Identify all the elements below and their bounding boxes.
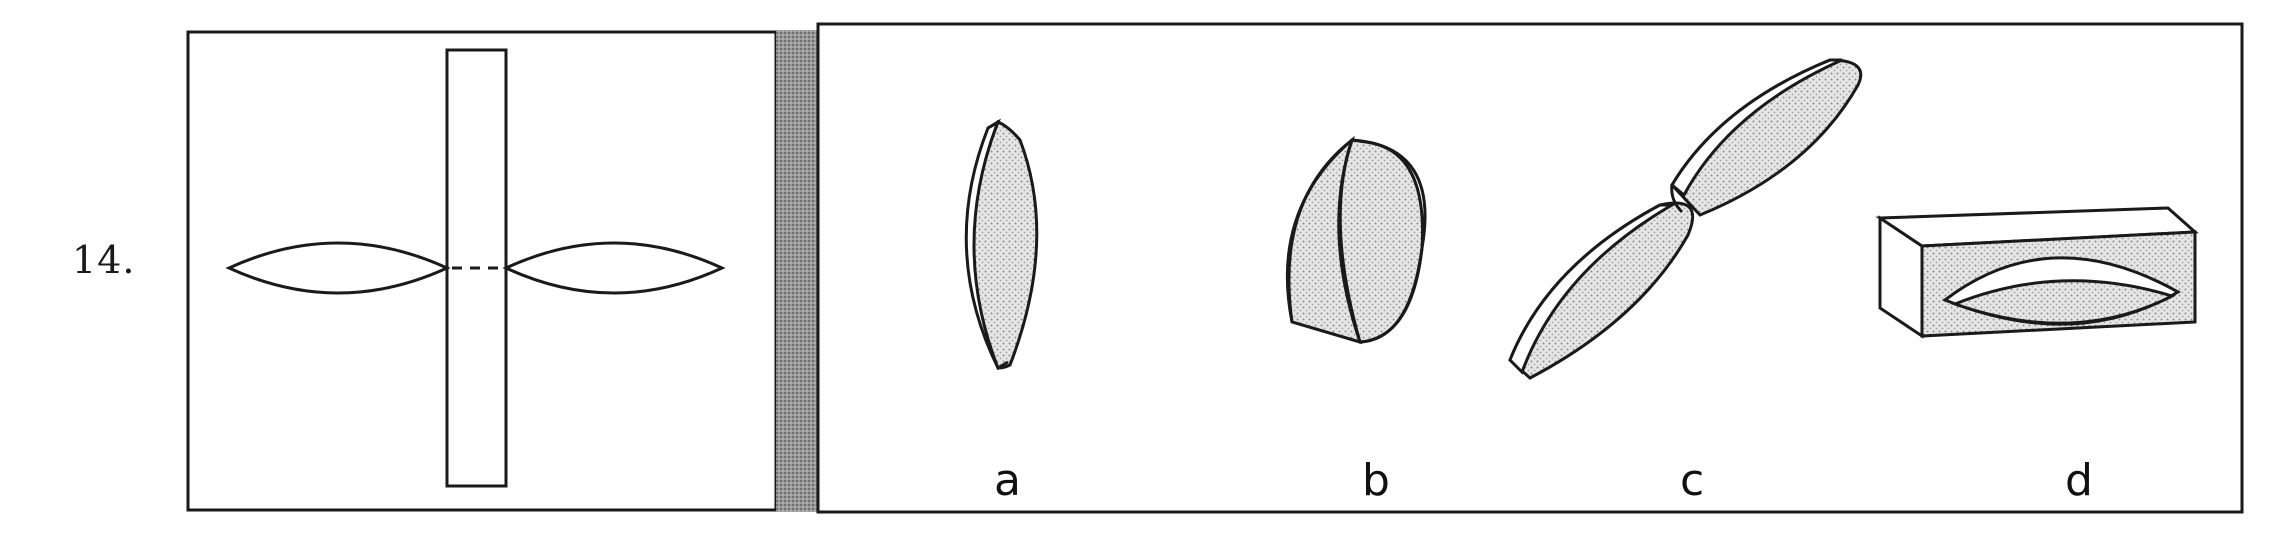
answer-frame — [816, 22, 2244, 514]
answer-figure — [816, 22, 2244, 514]
question-number: 14. — [72, 238, 136, 282]
problem-frame — [186, 30, 778, 512]
option-b-label: b — [1362, 455, 1390, 506]
option-c-label: c — [1680, 455, 1705, 506]
problem-figure — [186, 30, 778, 512]
option-d-label: d — [2065, 455, 2093, 506]
thin-lens-disc-icon — [964, 118, 1039, 371]
divider-bar — [776, 30, 818, 512]
option-a-label: a — [994, 455, 1021, 506]
folded-paper-template-icon — [225, 48, 726, 488]
double-lens-icon — [1508, 58, 1863, 380]
block-with-lens-cutout-icon — [1875, 206, 2199, 339]
thick-disc-icon — [1285, 135, 1427, 345]
